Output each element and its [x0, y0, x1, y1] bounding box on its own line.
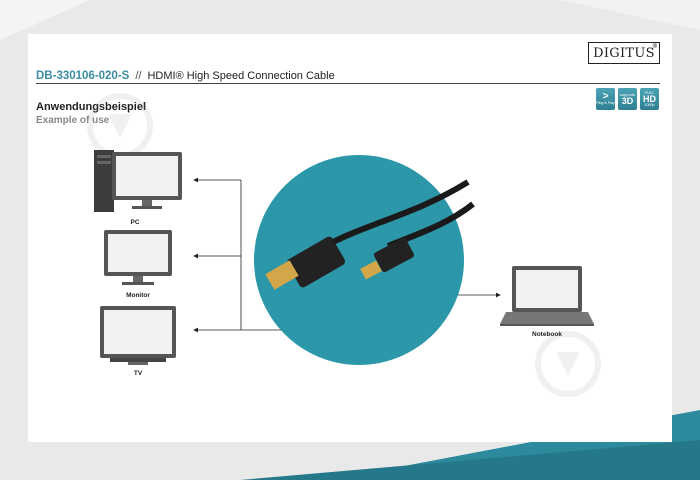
monitor-icon: [104, 230, 172, 285]
datasheet-page: DIGITUS ® DB-330106-020-S // HDMI® High Sp…: [28, 34, 672, 442]
teal-circle: [254, 155, 464, 365]
bg-teal-stripe-dark: [240, 440, 700, 480]
plug-and-play-icon: > Plug & Play: [596, 88, 615, 110]
digitus-logo: DIGITUS ®: [588, 42, 660, 64]
tv-icon: [100, 306, 176, 365]
brand-reg-mark: ®: [652, 44, 657, 50]
section-title-en: Example of use: [36, 115, 110, 126]
watermark-download-icon: [87, 93, 153, 159]
pc-icon: [94, 150, 182, 212]
bg-light-shape: [0, 0, 90, 40]
mini-hdmi-connector-icon: [360, 237, 414, 280]
product-code: DB-330106-020-S: [36, 70, 130, 82]
brand-name: DIGITUS: [593, 45, 655, 61]
product-description: HDMI® High Speed Connection Cable: [147, 70, 335, 82]
feature-badges: > Plug & Play supports 3D FULL HD 1080p: [596, 88, 659, 110]
label-tv: TV: [133, 370, 143, 377]
header-separator: //: [135, 70, 142, 82]
hdmi-connector-icon: [265, 236, 346, 290]
header-divider: [36, 83, 660, 84]
section-title-de: Anwendungsbeispiel: [36, 101, 147, 113]
notebook-icon: [500, 266, 594, 326]
cable-illustration: [254, 155, 475, 365]
3d-icon: supports 3D: [618, 88, 637, 110]
watermark-download-icon-2: [535, 331, 601, 397]
usage-diagram: [87, 93, 601, 397]
label-pc: PC: [130, 219, 140, 226]
product-header: DB-330106-020-S // HDMI® High Speed Connec…: [36, 70, 335, 82]
label-notebook: Notebook: [532, 331, 562, 338]
label-monitor: Monitor: [126, 292, 150, 299]
bg-light-shape-right: [560, 0, 700, 30]
full-hd-icon: FULL HD 1080p: [640, 88, 659, 110]
